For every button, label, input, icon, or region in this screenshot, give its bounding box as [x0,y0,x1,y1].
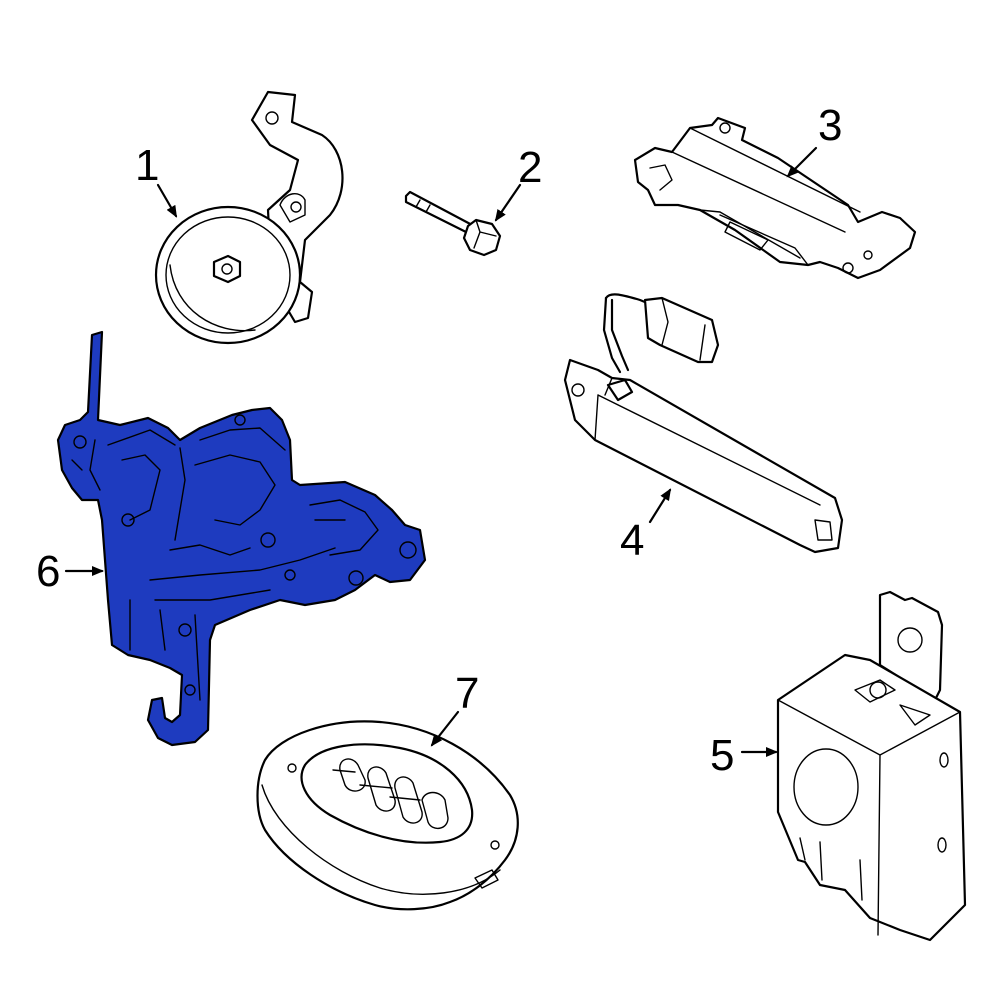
callout-5: 5 [710,731,778,780]
key-fob-icon[interactable] [256,720,519,911]
callout-number: 2 [518,143,542,192]
antenna-module-icon[interactable] [633,116,917,280]
callout-4: 4 [620,488,672,565]
callout-3: 3 [786,101,842,178]
control-module-icon[interactable] [776,590,967,942]
bolt-icon[interactable] [404,190,502,257]
callout-2: 2 [494,143,542,222]
callout-7: 7 [430,669,479,747]
callout-number: 1 [135,141,159,190]
callout-number: 7 [455,669,479,718]
callout-number: 5 [710,731,734,780]
callout-6: 6 [36,547,104,596]
bracket-icon[interactable] [56,330,427,747]
antenna-bar-icon[interactable] [563,293,844,554]
callout-number: 6 [36,547,60,596]
callout-number: 4 [620,516,644,565]
callout-number: 3 [818,101,842,150]
callout-1: 1 [135,141,178,218]
horn-icon[interactable] [154,90,344,345]
